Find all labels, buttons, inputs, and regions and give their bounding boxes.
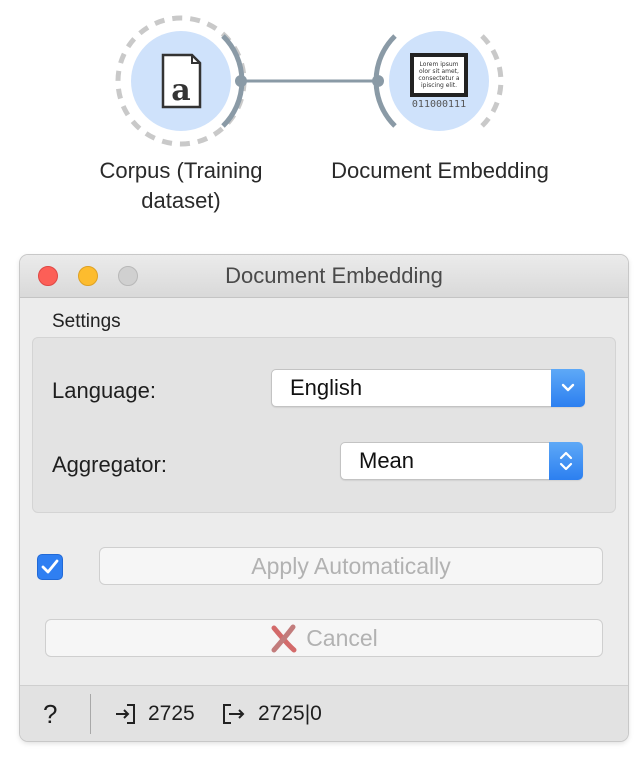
status-bar: ? 2725 2725|0 <box>20 685 628 741</box>
embedding-input-port[interactable] <box>372 75 384 87</box>
icon-text-line-2: olor sit amet, <box>419 68 459 75</box>
corpus-output-port[interactable] <box>235 75 247 87</box>
title-bar[interactable]: Document Embedding <box>20 255 628 298</box>
checkmark-icon <box>41 559 59 574</box>
zoom-window-button[interactable] <box>118 266 138 286</box>
corpus-icon: a <box>161 53 202 109</box>
input-count: 2725 <box>148 702 195 725</box>
close-window-button[interactable] <box>38 266 58 286</box>
icon-text-line-3: consectetur a <box>418 75 459 82</box>
input-icon <box>116 704 135 724</box>
cancel-x-icon <box>271 624 297 653</box>
language-select-value: English <box>290 375 363 400</box>
help-icon[interactable]: ? <box>43 699 58 729</box>
icon-text-line-1: Lorem ipsum <box>420 61 459 68</box>
window-title: Document Embedding <box>225 263 443 288</box>
settings-box: Language: English Aggregator: Mean <box>32 337 616 513</box>
icon-binary: 011000111 <box>412 99 466 110</box>
aggregator-select[interactable]: Mean <box>340 442 583 480</box>
cancel-button-label: Cancel <box>306 625 378 651</box>
minimize-window-button[interactable] <box>78 266 98 286</box>
document-embedding-node-label[interactable]: Document Embedding <box>331 158 549 183</box>
settings-box-title: Settings <box>52 311 121 332</box>
aggregator-label: Aggregator: <box>52 452 167 477</box>
updown-chevron-icon[interactable] <box>549 442 583 480</box>
corpus-node[interactable]: a <box>115 15 247 147</box>
widget-window: Document Embedding Settings Language: En… <box>20 255 628 741</box>
chevron-down-icon[interactable] <box>551 369 585 407</box>
output-count: 2725|0 <box>258 702 322 725</box>
aggregator-select-value: Mean <box>359 448 415 473</box>
corpus-node-label[interactable]: Corpus (Training dataset) <box>99 158 263 213</box>
apply-automatically-button[interactable]: Apply Automatically <box>99 547 603 585</box>
language-label: Language: <box>52 378 156 403</box>
icon-text-line-4: ipiscing elit. <box>421 82 457 89</box>
apply-automatically-checkbox[interactable] <box>37 554 63 580</box>
output-icon <box>223 704 245 724</box>
document-embedding-node[interactable]: Lorem ipsum olor sit amet, consectetur a… <box>372 31 504 131</box>
cancel-button[interactable]: Cancel <box>45 619 603 657</box>
language-select[interactable]: English <box>271 369 585 407</box>
document-embedding-icon: Lorem ipsum olor sit amet, consectetur a… <box>410 53 468 110</box>
workflow-svg: a Lorem ipsum olor sit amet, consectetur… <box>115 15 504 147</box>
status-divider <box>90 694 91 734</box>
svg-text:a: a <box>171 73 190 108</box>
workflow-canvas: a Lorem ipsum olor sit amet, consectetur… <box>0 0 642 230</box>
